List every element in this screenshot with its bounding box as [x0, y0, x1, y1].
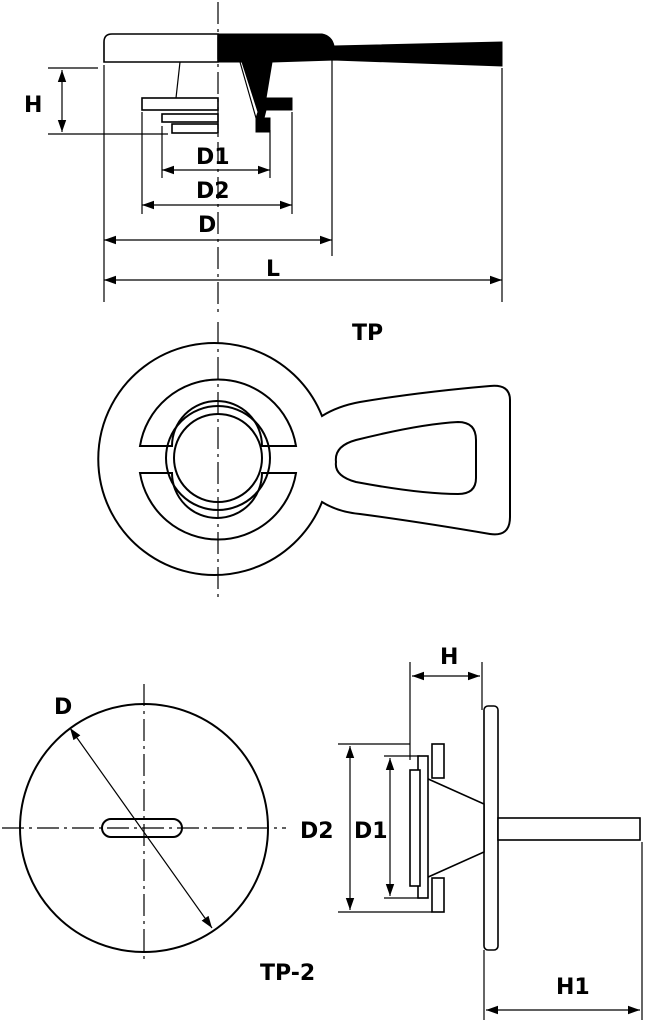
handle-slot [334, 420, 477, 496]
collar-lower [431, 877, 445, 913]
side-view-tp2: H D2 D1 H1 [300, 645, 643, 1020]
label-d2: D2 [300, 819, 334, 844]
inner-ring-lower [138, 472, 298, 541]
label-d: D [198, 213, 216, 238]
plan-view-tp: TP [97, 321, 511, 598]
cone [425, 776, 485, 880]
collar-face [409, 769, 421, 887]
label-d2: D2 [196, 179, 230, 204]
label-d1: D1 [196, 145, 230, 170]
washer-middle [161, 113, 219, 123]
top-side-view: H D1 D2 D L [24, 2, 503, 312]
label-h1: H1 [556, 975, 590, 1000]
title-tp: TP [352, 321, 383, 346]
flange-plate [483, 705, 499, 951]
label-diameter: D [54, 695, 72, 720]
lid-left-half [103, 33, 219, 63]
label-h: H [24, 93, 42, 118]
washer-upper [141, 97, 219, 111]
section-inner-line [239, 61, 257, 119]
stem-line [175, 61, 181, 99]
shaft [497, 817, 641, 841]
label-d1: D1 [354, 819, 388, 844]
inner-ring-upper [138, 378, 298, 447]
washer-lower [171, 123, 219, 134]
outer-body-with-handle [97, 342, 511, 576]
collar-upper [431, 743, 445, 779]
lid-section-black [217, 33, 503, 133]
circle-view-tp2: D TP-2 [2, 684, 315, 986]
title-tp2: TP-2 [260, 961, 315, 986]
label-l: L [266, 257, 280, 282]
dim-diameter [69, 727, 213, 929]
label-h: H [440, 645, 458, 670]
